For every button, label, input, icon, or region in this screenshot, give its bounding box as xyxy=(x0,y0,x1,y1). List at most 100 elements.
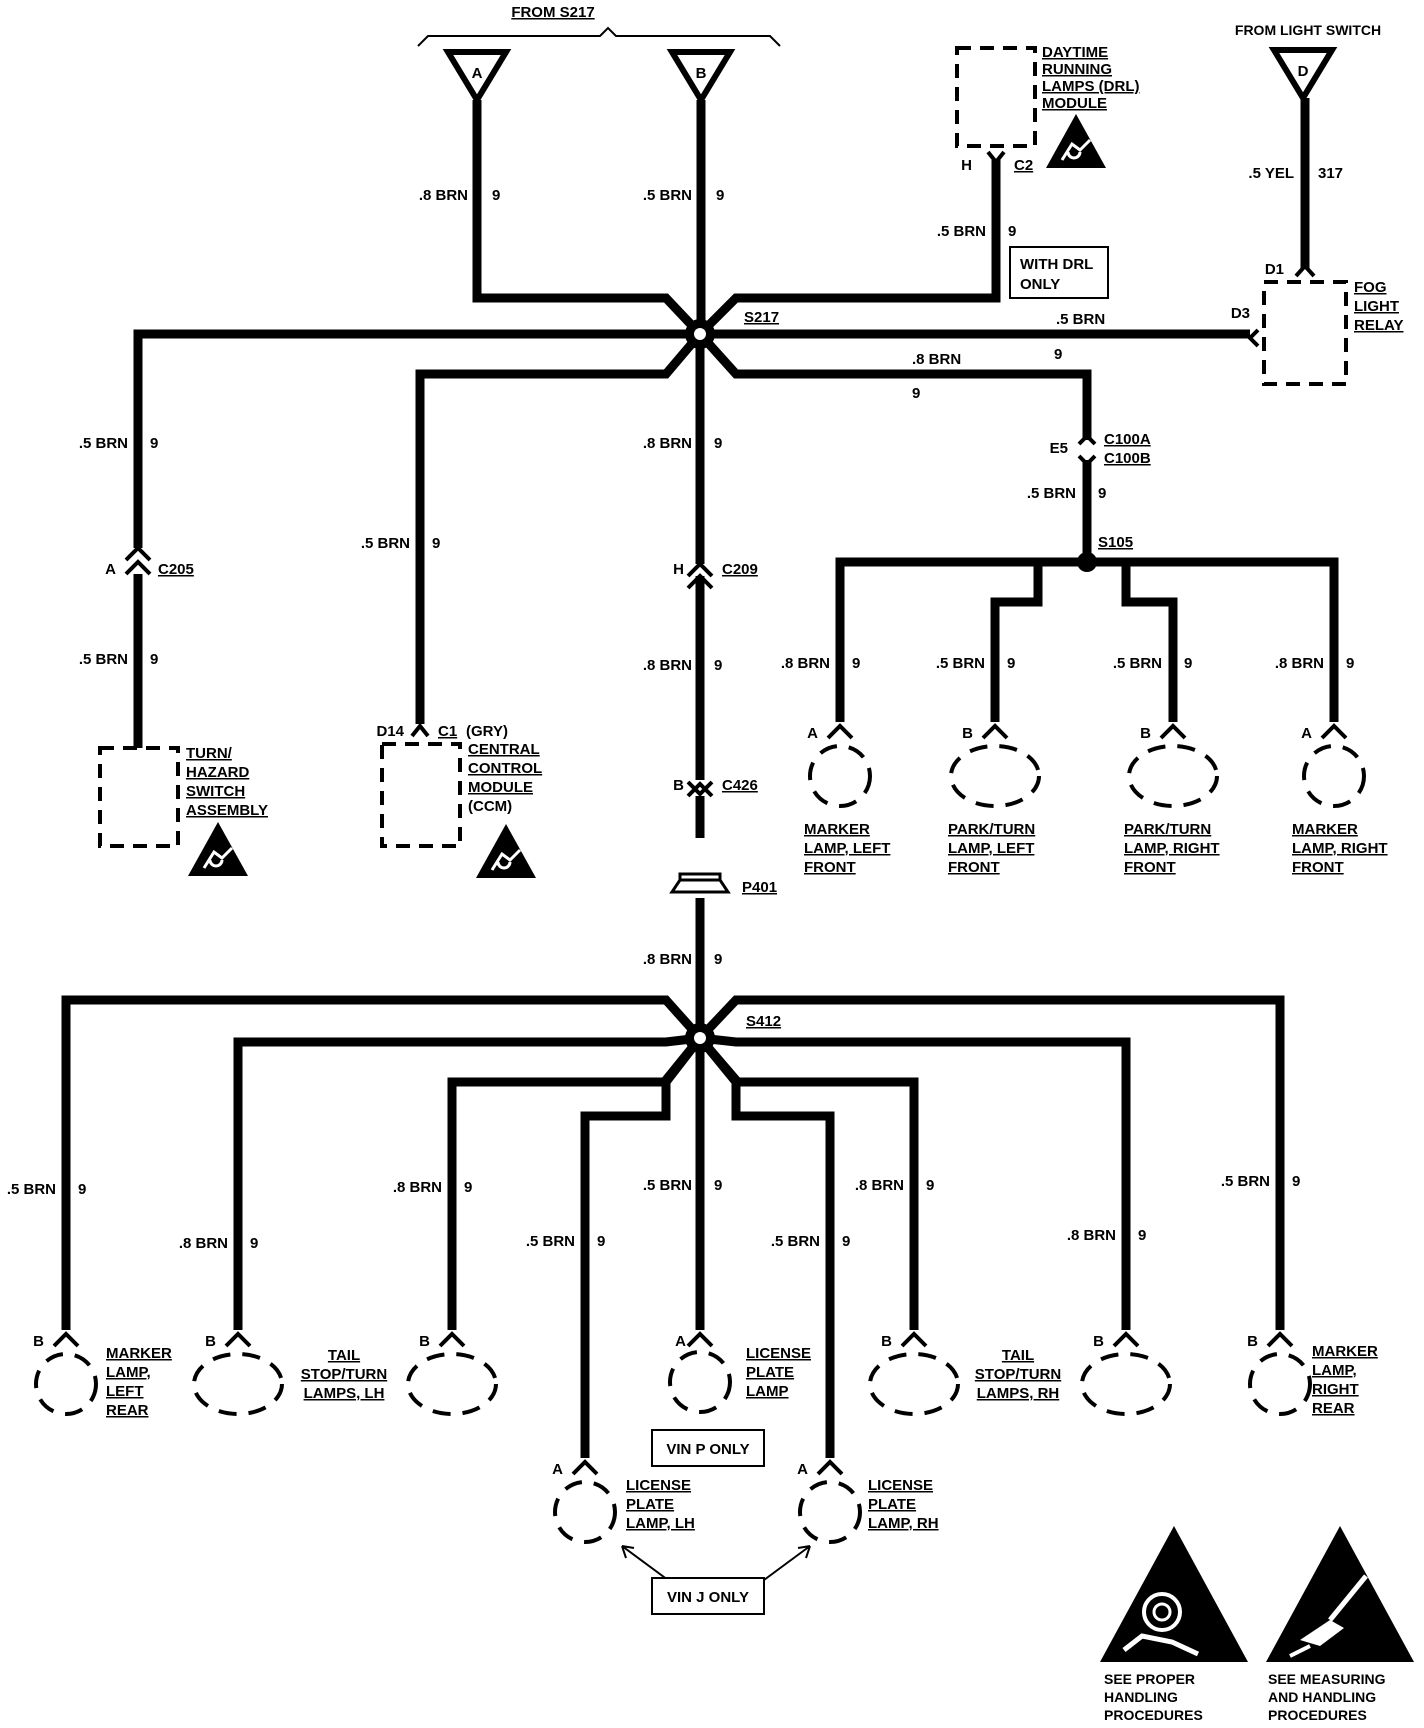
rear-tail-lamp-rh-2[interactable]: B xyxy=(1080,1331,1172,1416)
wire-color-label: .5 BRN xyxy=(771,1233,820,1250)
svg-text:PLATE: PLATE xyxy=(746,1364,794,1381)
circuit-number: 9 xyxy=(714,1177,722,1194)
svg-text:S412: S412 xyxy=(746,1013,781,1030)
wire-color-label: .5 BRN xyxy=(1221,1173,1270,1190)
svg-text:D1: D1 xyxy=(1265,261,1284,278)
circuit-number: 9 xyxy=(1346,655,1354,672)
wire-color-label: .8 BRN xyxy=(855,1177,904,1194)
wire-color-label: .5 BRN xyxy=(361,535,410,552)
rear-tail-lamp-rh-1[interactable]: B xyxy=(868,1331,960,1416)
from-s217-bracket: FROM S217 xyxy=(417,4,781,47)
svg-text:FRONT: FRONT xyxy=(948,859,1000,876)
rear-tail-lamp-lh-2[interactable]: B xyxy=(406,1331,498,1416)
svg-text:STOP/TURN: STOP/TURN xyxy=(301,1366,387,1383)
svg-text:ONLY: ONLY xyxy=(1020,276,1060,293)
circuit-number: 9 xyxy=(1292,1173,1300,1190)
svg-text:B: B xyxy=(205,1333,216,1350)
rear-marker-lamp-right[interactable]: B MARKER LAMP, RIGHT REAR xyxy=(1247,1331,1378,1417)
svg-text:DAYTIME: DAYTIME xyxy=(1042,44,1108,61)
circuit-number: 9 xyxy=(1007,655,1015,672)
license-lamp-rh[interactable]: A LICENSE PLATE LAMP, RH xyxy=(797,1459,939,1544)
wire-color-label: .5 BRN xyxy=(79,435,128,452)
wire-color-label: .5 BRN xyxy=(1027,485,1076,502)
front-lamp-parkturn-right[interactable]: B PARK/TURN LAMP, RIGHT FRONT xyxy=(1124,723,1220,876)
svg-text:FRONT: FRONT xyxy=(1292,859,1344,876)
splice-s412: S412 xyxy=(685,1013,781,1053)
svg-text:PARK/TURN: PARK/TURN xyxy=(1124,821,1211,838)
svg-text:B: B xyxy=(1247,1333,1258,1350)
svg-text:H: H xyxy=(961,157,972,174)
svg-text:SEE PROPER: SEE PROPER xyxy=(1104,1671,1195,1687)
svg-text:PARK/TURN: PARK/TURN xyxy=(948,821,1035,838)
svg-text:LEFT: LEFT xyxy=(106,1383,144,1400)
svg-text:SWITCH: SWITCH xyxy=(186,783,245,800)
svg-text:C209: C209 xyxy=(722,561,758,578)
wire-color-label: .8 BRN xyxy=(643,951,692,968)
svg-text:MODULE: MODULE xyxy=(1042,95,1107,112)
wire-color-label: .5 BRN xyxy=(1113,655,1162,672)
circuit-number: 9 xyxy=(1098,485,1106,502)
svg-text:B: B xyxy=(419,1333,430,1350)
circuit-number: 9 xyxy=(1184,655,1192,672)
from-s217-label: FROM S217 xyxy=(511,4,594,21)
svg-text:C426: C426 xyxy=(722,777,758,794)
wire-color-label: .5 YEL xyxy=(1248,165,1294,182)
from-light-switch-label: FROM LIGHT SWITCH xyxy=(1235,22,1381,38)
circuit-number: 9 xyxy=(714,951,722,968)
svg-text:CENTRAL: CENTRAL xyxy=(468,741,540,758)
rear-license-lamp-center[interactable]: A LICENSE PLATE LAMP xyxy=(668,1331,811,1414)
wires-upper xyxy=(133,98,1339,1038)
svg-text:LICENSE: LICENSE xyxy=(626,1477,691,1494)
central-control-module: D14 C1 (GRY) CENTRAL CONTROL MODULE (CCM… xyxy=(376,722,542,880)
rear-marker-lamp-left[interactable]: B MARKER LAMP, LEFT REAR xyxy=(33,1331,172,1419)
svg-text:A: A xyxy=(472,65,483,82)
svg-text:AND HANDLING: AND HANDLING xyxy=(1268,1689,1376,1705)
svg-text:HAZARD: HAZARD xyxy=(186,764,249,781)
fog-light-relay: D1 D3 FOG LIGHT RELAY xyxy=(1231,261,1403,386)
front-lamp-parkturn-left[interactable]: B PARK/TURN LAMP, LEFT FRONT xyxy=(948,723,1041,876)
circuit-number: 9 xyxy=(432,535,440,552)
rear-tail-lamp-lh-1[interactable]: B xyxy=(192,1331,284,1416)
svg-text:LAMP,: LAMP, xyxy=(1312,1362,1357,1379)
svg-text:LAMP, RIGHT: LAMP, RIGHT xyxy=(1292,840,1388,857)
svg-text:LAMP, LEFT: LAMP, LEFT xyxy=(948,840,1034,857)
svg-text:LIGHT: LIGHT xyxy=(1354,298,1399,315)
wire-color-label: .8 BRN xyxy=(781,655,830,672)
svg-text:D: D xyxy=(1298,63,1309,80)
esd-warning-icon xyxy=(474,822,538,880)
svg-text:PLATE: PLATE xyxy=(626,1496,674,1513)
svg-text:TAIL: TAIL xyxy=(328,1347,360,1364)
svg-text:E5: E5 xyxy=(1050,440,1068,457)
svg-text:FRONT: FRONT xyxy=(1124,859,1176,876)
connector-c209: H C209 xyxy=(673,561,758,590)
svg-text:MARKER: MARKER xyxy=(1312,1343,1378,1360)
splice-s105: S105 xyxy=(1077,534,1133,572)
svg-text:VIN P ONLY: VIN P ONLY xyxy=(666,1441,749,1458)
front-lamp-marker-right[interactable]: A MARKER LAMP, RIGHT FRONT xyxy=(1292,723,1388,876)
svg-text:D14: D14 xyxy=(376,723,404,740)
svg-text:A: A xyxy=(552,1461,563,1478)
connector-c426: B C426 xyxy=(673,777,758,798)
wire-color-label: .8 BRN xyxy=(1275,655,1324,672)
vin-p-note: VIN P ONLY xyxy=(651,1429,765,1467)
circuit-number: 9 xyxy=(714,435,722,452)
front-lamp-marker-left[interactable]: A MARKER LAMP, LEFT FRONT xyxy=(804,723,890,876)
license-lamp-lh[interactable]: A LICENSE PLATE LAMP, LH xyxy=(552,1459,695,1544)
svg-text:LICENSE: LICENSE xyxy=(746,1345,811,1362)
svg-text:LAMPS, LH: LAMPS, LH xyxy=(304,1385,385,1402)
wire-color-label: .5 BRN xyxy=(1056,311,1105,328)
connector-c205: A C205 xyxy=(105,545,194,578)
svg-text:C1: C1 xyxy=(438,723,457,740)
wire-color-label: .8 BRN xyxy=(419,187,468,204)
esd-hand-icon: SEE PROPER HANDLING PROCEDURES xyxy=(1100,1526,1248,1723)
svg-text:LAMP,: LAMP, xyxy=(106,1364,151,1381)
svg-text:A: A xyxy=(1301,725,1312,742)
svg-text:LAMP, LEFT: LAMP, LEFT xyxy=(804,840,890,857)
circuit-number: 317 xyxy=(1318,165,1343,182)
circuit-number: 9 xyxy=(464,1179,472,1196)
svg-text:TURN/: TURN/ xyxy=(186,745,233,762)
svg-text:B: B xyxy=(696,65,707,82)
svg-text:C2: C2 xyxy=(1014,157,1033,174)
svg-text:D3: D3 xyxy=(1231,305,1250,322)
svg-text:WITH DRL: WITH DRL xyxy=(1020,256,1093,273)
